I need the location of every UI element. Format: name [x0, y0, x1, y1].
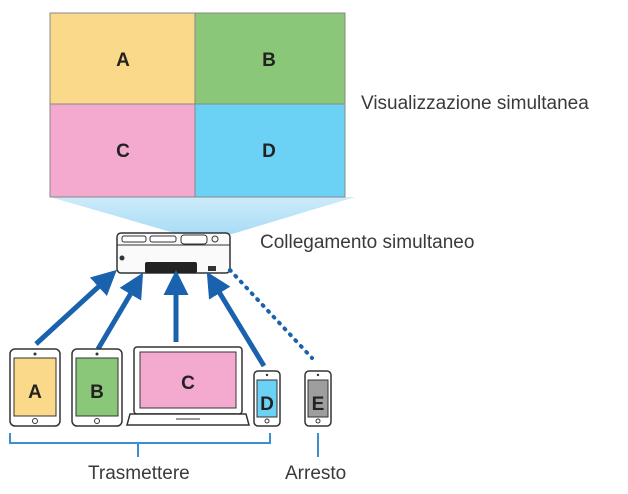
projection-beam	[50, 197, 355, 234]
device-label-d: D	[260, 394, 274, 415]
smartphone-icon-e: E	[304, 370, 332, 427]
connection-arrows	[34, 269, 267, 368]
smartphone-icon-d: D	[253, 370, 281, 427]
arrow-tablet-b	[95, 272, 144, 351]
simultaneous-connection-label: Collegamento simultaneo	[260, 232, 475, 253]
simultaneous-display-label: Visualizzazione simultanea	[361, 93, 589, 114]
transmit-bracket	[9, 433, 271, 457]
device-label-e: E	[312, 394, 325, 415]
screen-quadrant-c	[49, 103, 196, 198]
projection-screen: A B C D	[49, 12, 346, 198]
quadrant-label-a: A	[116, 50, 130, 71]
quadrant-label-b: B	[262, 50, 276, 71]
quadrant-label-c: C	[116, 141, 130, 162]
tablet-icon-a: A	[9, 348, 61, 427]
stop-label: Arresto	[285, 463, 347, 484]
tablet-icon-b: B	[71, 348, 123, 427]
device-label-b: B	[90, 382, 104, 403]
laptop-icon-c: C	[126, 346, 250, 426]
device-label-c: C	[181, 373, 195, 394]
quadrant-label-d: D	[262, 141, 276, 162]
screen-quadrant-d	[194, 103, 346, 198]
screen-quadrant-b	[194, 12, 346, 105]
arrow-tablet-a	[34, 269, 117, 346]
transmit-label: Trasmettere	[88, 463, 190, 484]
arrow-phone-d	[206, 271, 267, 368]
dotted-line-phone-e	[228, 268, 314, 360]
projector-icon	[116, 232, 231, 274]
device-label-a: A	[28, 382, 42, 403]
